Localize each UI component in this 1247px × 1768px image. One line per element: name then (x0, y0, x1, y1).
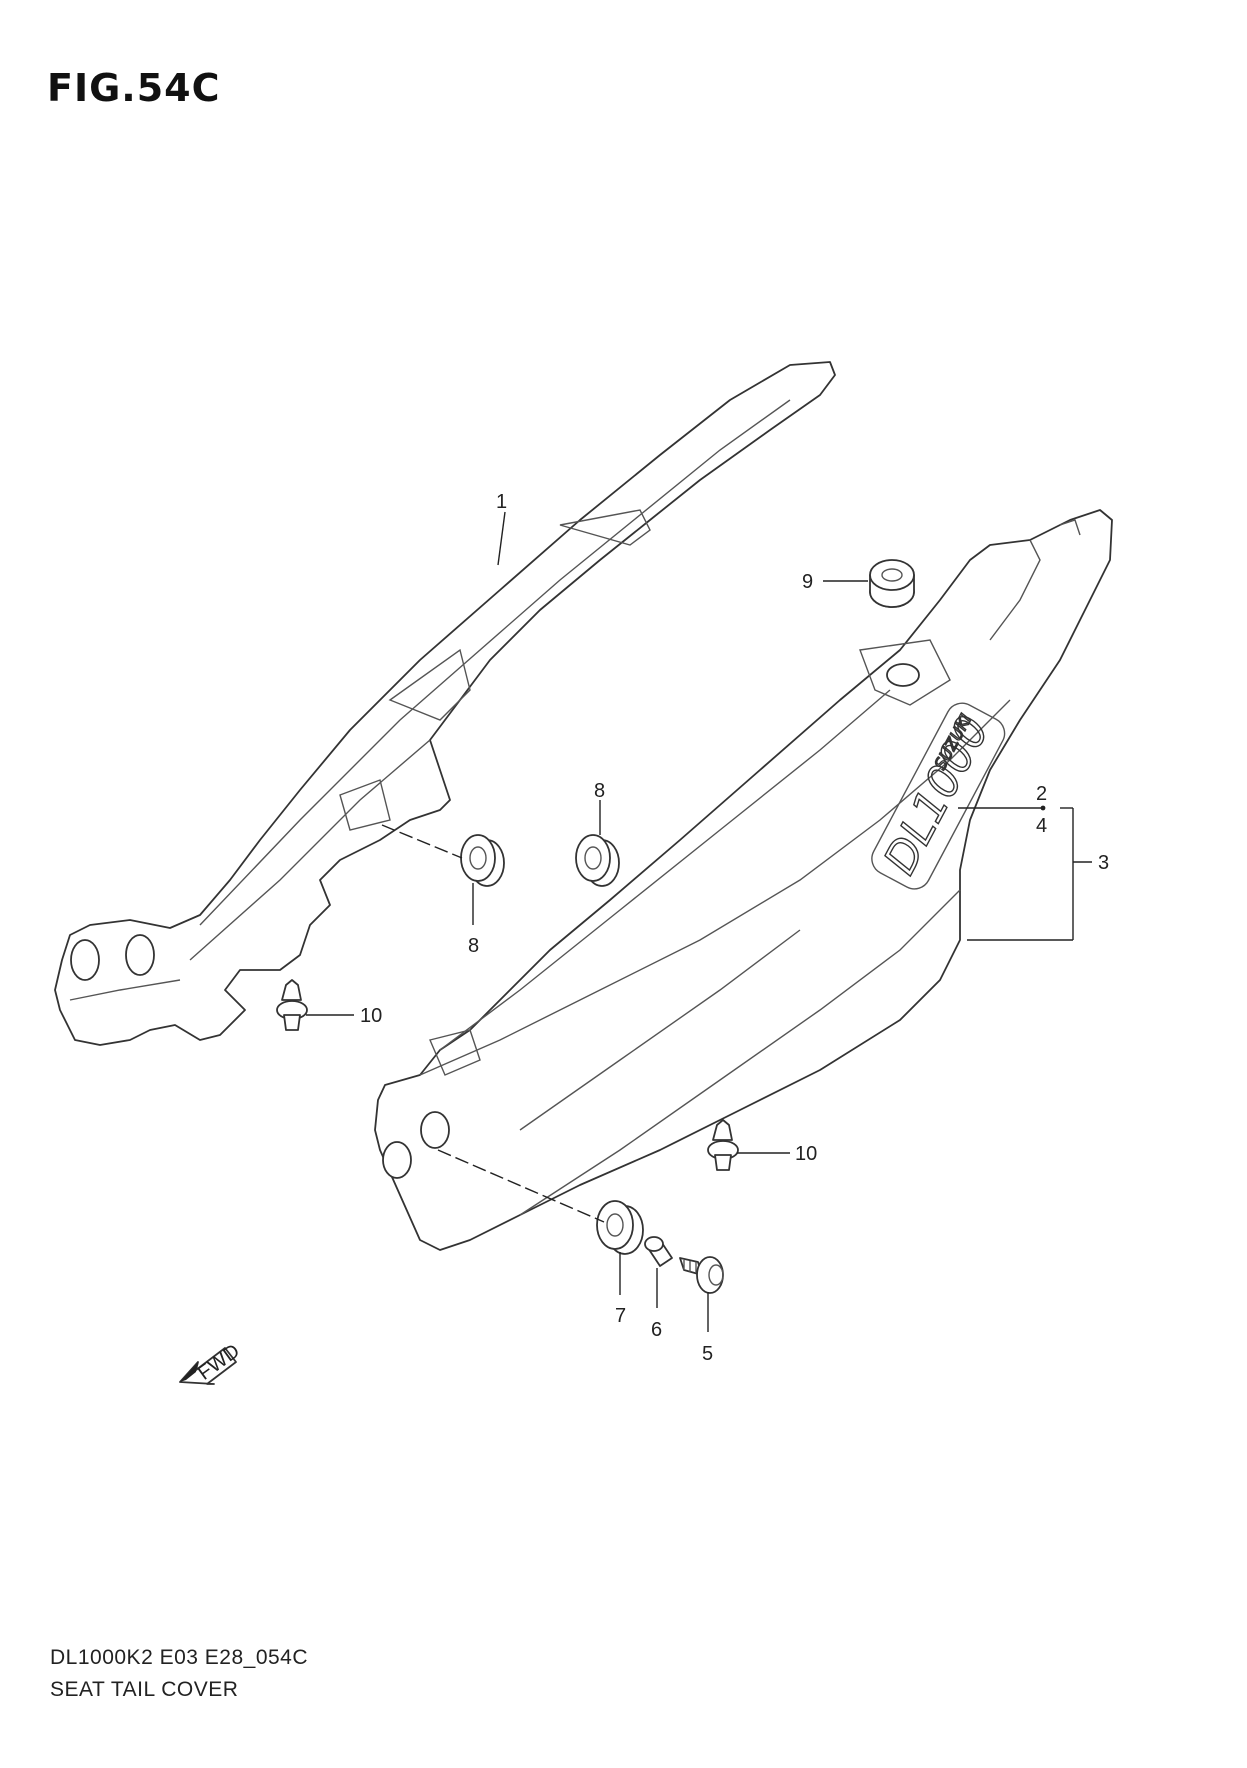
callout-9: 9 (802, 571, 813, 593)
figure-name: SEAT TAIL COVER (50, 1678, 239, 1701)
figure-code: DL1000K2 E03 E28_054C (50, 1646, 309, 1669)
callout-8-left: 8 (468, 935, 479, 957)
figure-title: FIG.54C (47, 66, 221, 110)
fwd-arrow: FWD (179, 1340, 244, 1385)
callout-10-left: 10 (360, 1005, 382, 1027)
callout-4: 4 (1036, 815, 1047, 837)
clip-10-left (276, 979, 308, 1031)
callout-6: 6 (651, 1319, 662, 1341)
fwd-arrow-label: FWD (194, 1340, 244, 1385)
callout-7: 7 (615, 1305, 626, 1327)
leader-lines (306, 511, 1092, 1332)
cushion-7 (596, 1200, 644, 1255)
callout-5: 5 (702, 1343, 713, 1365)
clip-10-right (707, 1119, 739, 1171)
collar-6 (644, 1236, 673, 1267)
cushion-8-center (575, 834, 620, 887)
callout-2: 2 (1036, 783, 1047, 805)
cushion-8-left (460, 834, 505, 887)
left-seat-tail-cover (54, 361, 836, 1046)
callout-1: 1 (496, 491, 507, 513)
bolt-5 (679, 1256, 724, 1294)
grommet-9 (869, 559, 915, 608)
callout-3: 3 (1098, 852, 1109, 874)
callout-10-right: 10 (795, 1143, 817, 1165)
right-seat-tail-cover: DL1000 SUZUKI (374, 509, 1113, 1251)
callout-8-center: 8 (594, 780, 605, 802)
callout-labels: 1 2 3 4 5 6 7 8 8 9 10 10 (360, 491, 1109, 1365)
